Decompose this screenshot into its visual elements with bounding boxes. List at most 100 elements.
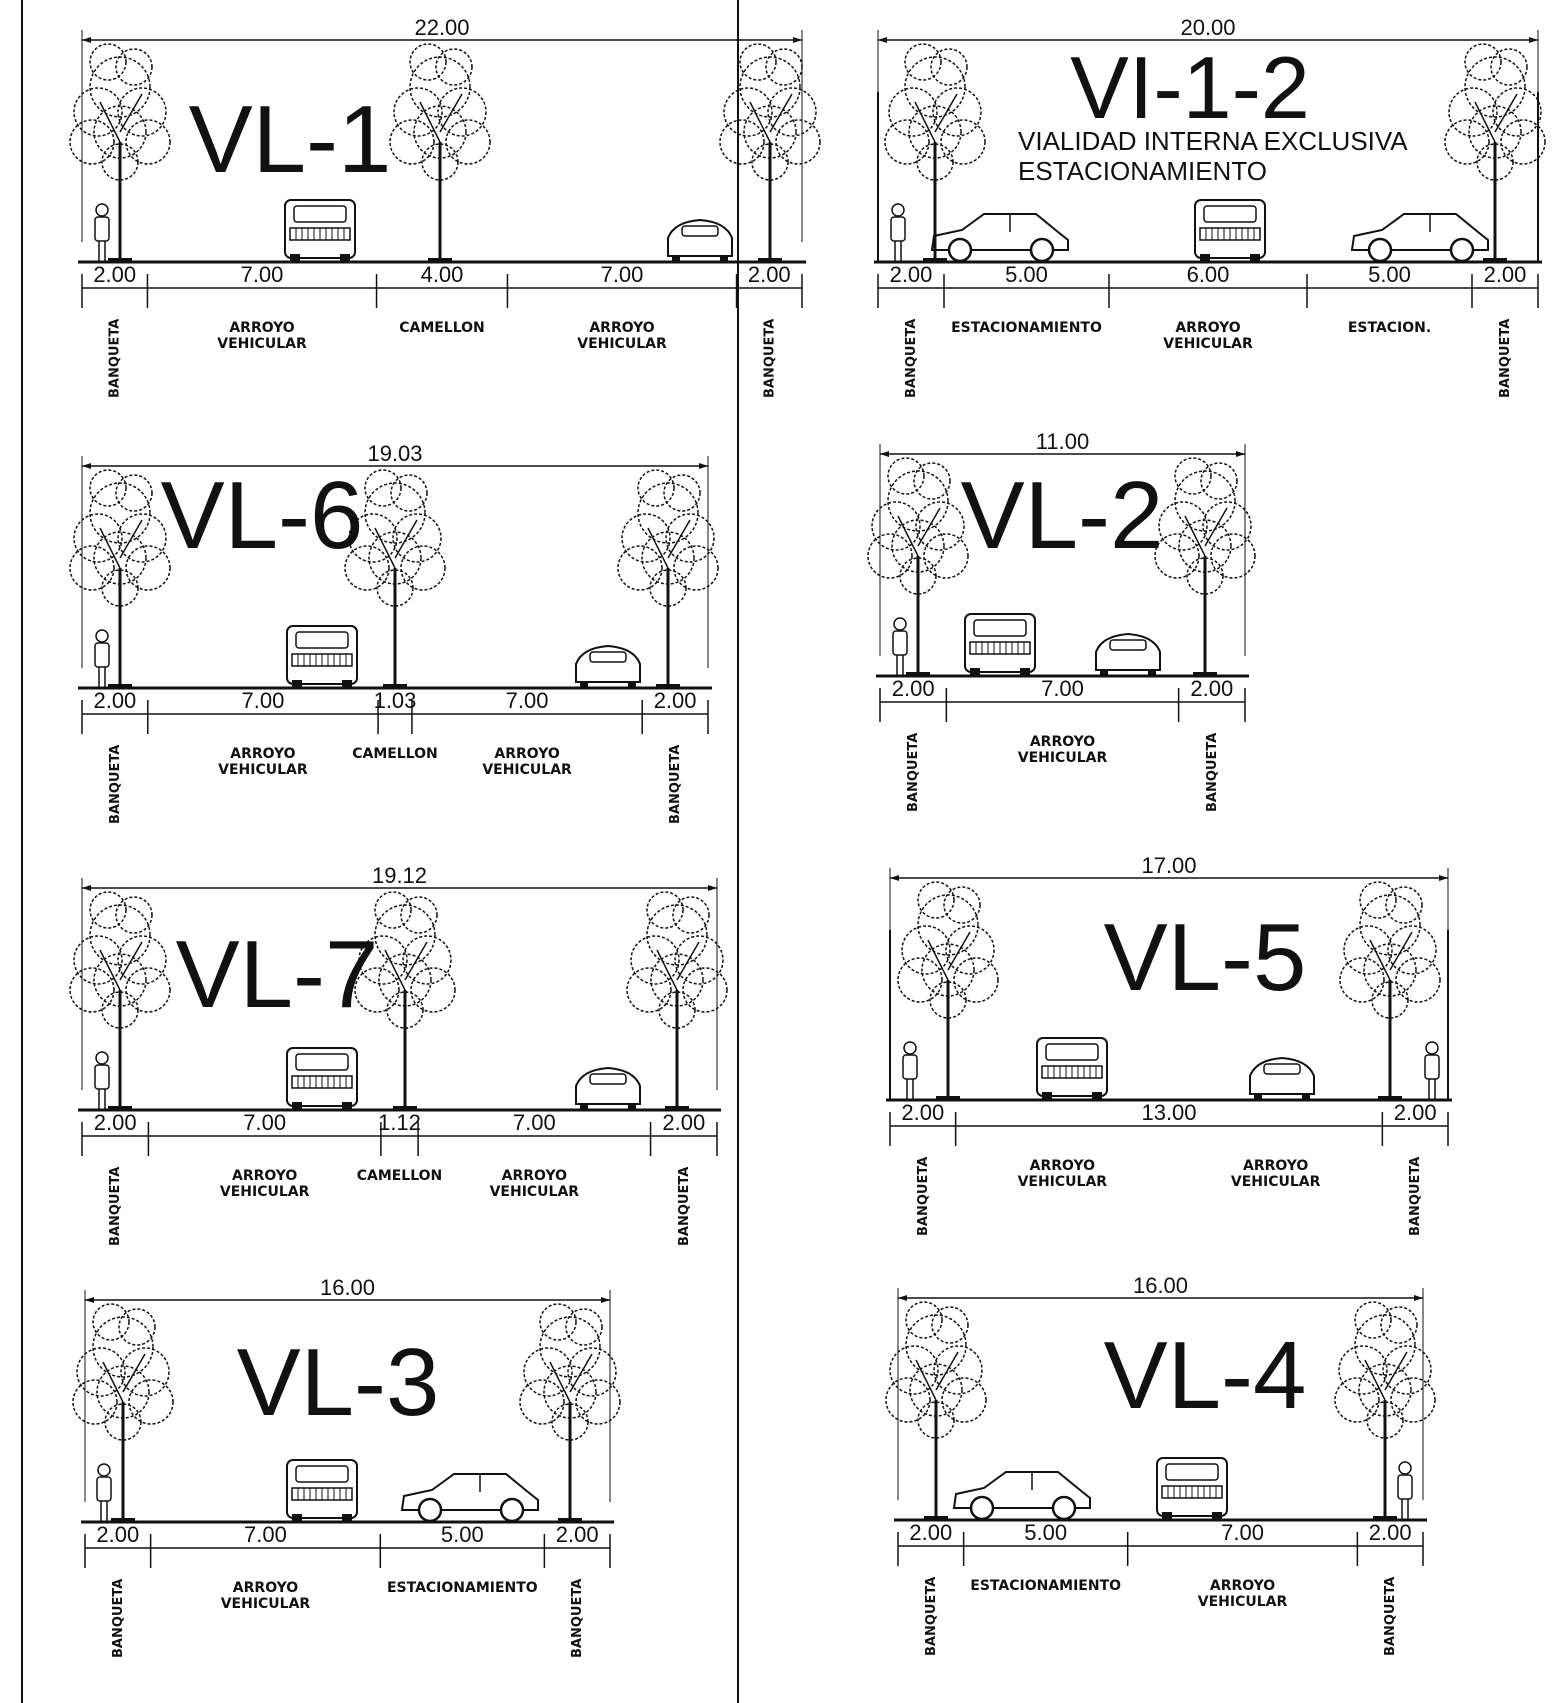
tree-icon [1339, 881, 1441, 1100]
car-wheel [969, 1495, 995, 1521]
car-wheel [342, 1102, 352, 1110]
tree-branch [1184, 515, 1206, 557]
tree-branch [99, 101, 121, 143]
tree-foliage [89, 904, 151, 966]
dimension-arrowhead [82, 463, 91, 469]
car-icon [1249, 1056, 1315, 1100]
pedestrian-head [95, 203, 109, 217]
tree-foliage [389, 119, 435, 165]
tree-icon [617, 469, 719, 688]
tree-foliage [650, 953, 704, 1007]
car-wheel [292, 680, 302, 688]
tree-foliage [93, 953, 147, 1007]
tree-foliage [673, 545, 719, 591]
tree-branch [549, 1361, 571, 1403]
segment-width-label: 2.00 [94, 1110, 137, 1135]
car-body [1036, 1037, 1108, 1097]
tree-planter [108, 1106, 132, 1110]
tree-foliage [1492, 87, 1542, 137]
car-icon [284, 199, 356, 262]
tree-foliage [400, 896, 438, 934]
tree-foliage [646, 904, 708, 966]
tree-foliage [646, 891, 684, 929]
tree-foliage [930, 48, 968, 86]
tree-branch [1494, 93, 1518, 133]
total-width-label: 11.00 [1036, 429, 1089, 454]
tree-foliage [916, 143, 954, 181]
car-icon [667, 218, 733, 262]
tree-icon [1334, 1301, 1436, 1520]
car-icon [1194, 199, 1266, 262]
tree-foliage [682, 967, 728, 1013]
vertical-zone-label: BANQUETA [677, 1167, 692, 1246]
tree-foliage [891, 519, 945, 573]
section-title: VL-6 [161, 462, 364, 569]
tree-foliage [115, 48, 153, 86]
section-subtitle: ESTACIONAMIENTO [1018, 156, 1267, 186]
zone-label: ESTACIONAMIENTO [387, 1580, 538, 1596]
tree-foliage [901, 925, 951, 975]
tree-foliage [1448, 87, 1498, 137]
tree-foliage [775, 119, 821, 165]
vertical-zone-label: BANQUETA [916, 1157, 931, 1236]
zone-label: ESTACIONAMIENTO [951, 320, 1102, 336]
car-wheel [292, 1102, 302, 1110]
tree-foliage [1210, 533, 1256, 579]
tree-foliage [73, 513, 123, 563]
tree-foliage [1387, 925, 1437, 975]
zone-label: ARROYO [232, 1168, 297, 1184]
pedestrian-icon [890, 203, 906, 262]
tree-foliage [575, 1379, 621, 1425]
tree-branch [656, 949, 678, 991]
dimension-arrowhead [708, 885, 717, 891]
total-width-label: 22.00 [414, 15, 469, 40]
vertical-zone-label: BANQUETA [1408, 1157, 1423, 1236]
tree-branch [122, 1353, 146, 1393]
car-body [667, 218, 733, 257]
section-vl-2: 11.00VL-22.00BANQUETA7.00ARROYOVEHICULAR… [867, 429, 1256, 812]
tree-foliage [1339, 957, 1385, 1003]
tree-foliage [344, 545, 390, 591]
tree-foliage [899, 557, 937, 595]
car-wheel [1042, 1092, 1052, 1100]
tree-foliage [76, 1347, 126, 1397]
zone-label: ARROYO [494, 746, 559, 762]
dimension-arrowhead [85, 1297, 94, 1303]
car-windshield [295, 1053, 349, 1071]
zone-label: BANQUETA [108, 1167, 123, 1246]
zone-label: VEHICULAR [1018, 1174, 1108, 1190]
tree-foliage [765, 48, 803, 86]
tree-foliage [905, 1314, 967, 1376]
tree-foliage [933, 1345, 983, 1395]
car-icon [964, 613, 1036, 676]
tree-branch [769, 93, 793, 133]
car-body [930, 213, 1069, 251]
zone-label: BANQUETA [111, 1579, 126, 1658]
pedestrian-head [1398, 1461, 1412, 1475]
tree-foliage [115, 474, 153, 512]
tree-planter [1193, 672, 1217, 676]
tree-branch [384, 949, 406, 991]
car-icon [1350, 213, 1489, 263]
tree-foliage [626, 967, 672, 1013]
zone-label: VEHICULAR [490, 1184, 580, 1200]
dimension-arrowhead [880, 451, 889, 457]
tree-foliage [354, 967, 400, 1013]
tree-foliage [917, 881, 955, 919]
tree-foliage [719, 119, 765, 165]
pedestrian-head [95, 1051, 109, 1065]
tree-foliage [92, 1316, 154, 1378]
tree-planter [936, 1096, 960, 1100]
car-body [1156, 1457, 1228, 1517]
tree-foliage [884, 119, 930, 165]
car-wheel [342, 680, 352, 688]
tree-branch [647, 527, 669, 569]
segment-width-label: 1.03 [374, 688, 417, 713]
car-body [964, 613, 1036, 673]
tree-foliage [120, 1347, 170, 1397]
car-wheel [1212, 1512, 1222, 1520]
tree-foliage [539, 1316, 601, 1378]
tree-foliage [1338, 1345, 1388, 1395]
tree-foliage [617, 545, 663, 591]
